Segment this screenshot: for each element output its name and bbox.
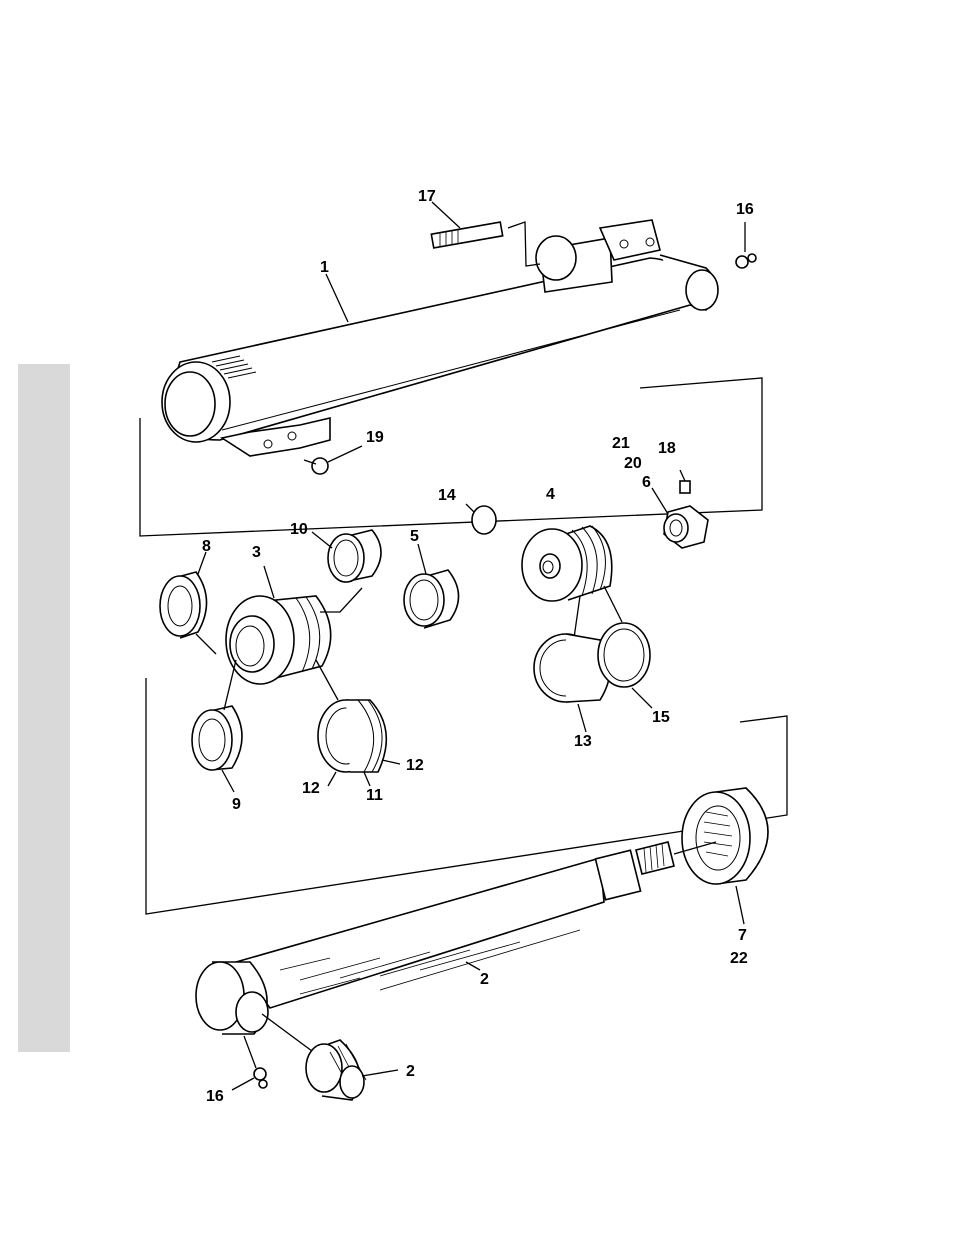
label-part-21: 21 bbox=[612, 435, 630, 452]
part-8-seal bbox=[160, 552, 216, 654]
part-3-gland bbox=[226, 566, 362, 700]
label-part-2-rod: 2 bbox=[480, 971, 489, 988]
lower-bracket-frame bbox=[146, 678, 787, 914]
label-part-4: 4 bbox=[546, 486, 555, 503]
part-11-12-seal-assembly bbox=[318, 700, 400, 786]
label-part-18: 18 bbox=[658, 440, 676, 457]
part-17-fitting bbox=[431, 222, 540, 266]
part-10-bushing bbox=[312, 530, 381, 582]
label-part-12-left: 12 bbox=[302, 780, 320, 797]
label-part-5: 5 bbox=[410, 528, 419, 545]
label-part-11: 11 bbox=[366, 787, 383, 804]
part-4-piston bbox=[522, 526, 622, 638]
part-5-bushing bbox=[404, 544, 459, 628]
part-19-screw bbox=[304, 446, 362, 474]
part-6-nut bbox=[652, 488, 708, 548]
label-part-8: 8 bbox=[202, 538, 211, 555]
label-part-6: 6 bbox=[642, 474, 651, 491]
label-part-9: 9 bbox=[232, 796, 241, 813]
label-part-20: 20 bbox=[624, 455, 642, 472]
part-2-rod-bushing bbox=[306, 1040, 398, 1100]
label-part-16-top: 16 bbox=[736, 201, 754, 218]
part-15-seal-ring bbox=[598, 623, 652, 708]
label-part-22: 22 bbox=[730, 950, 748, 967]
part-18-set-screw bbox=[680, 470, 690, 493]
label-part-1: 1 bbox=[320, 259, 329, 276]
part-9-wiper bbox=[192, 660, 242, 792]
label-part-16-bottom: 16 bbox=[206, 1088, 224, 1105]
label-part-2-bushing: 2 bbox=[406, 1063, 415, 1080]
part-16-grease-fitting-bottom bbox=[232, 1036, 267, 1090]
part-14-o-ring bbox=[466, 504, 496, 534]
label-part-3: 3 bbox=[252, 544, 261, 561]
label-part-10: 10 bbox=[290, 521, 308, 538]
part-16-grease-fitting-top bbox=[736, 222, 756, 268]
label-part-12-right: 12 bbox=[406, 757, 424, 774]
label-part-13: 13 bbox=[574, 733, 592, 750]
label-part-19: 19 bbox=[366, 429, 384, 446]
part-2-rod bbox=[196, 842, 716, 1054]
label-part-15: 15 bbox=[652, 709, 670, 726]
label-part-7: 7 bbox=[738, 927, 747, 944]
label-part-14: 14 bbox=[438, 487, 456, 504]
cylinder-barrel bbox=[162, 220, 718, 456]
label-part-17: 17 bbox=[418, 188, 436, 205]
part-7-head-nut bbox=[682, 788, 768, 924]
